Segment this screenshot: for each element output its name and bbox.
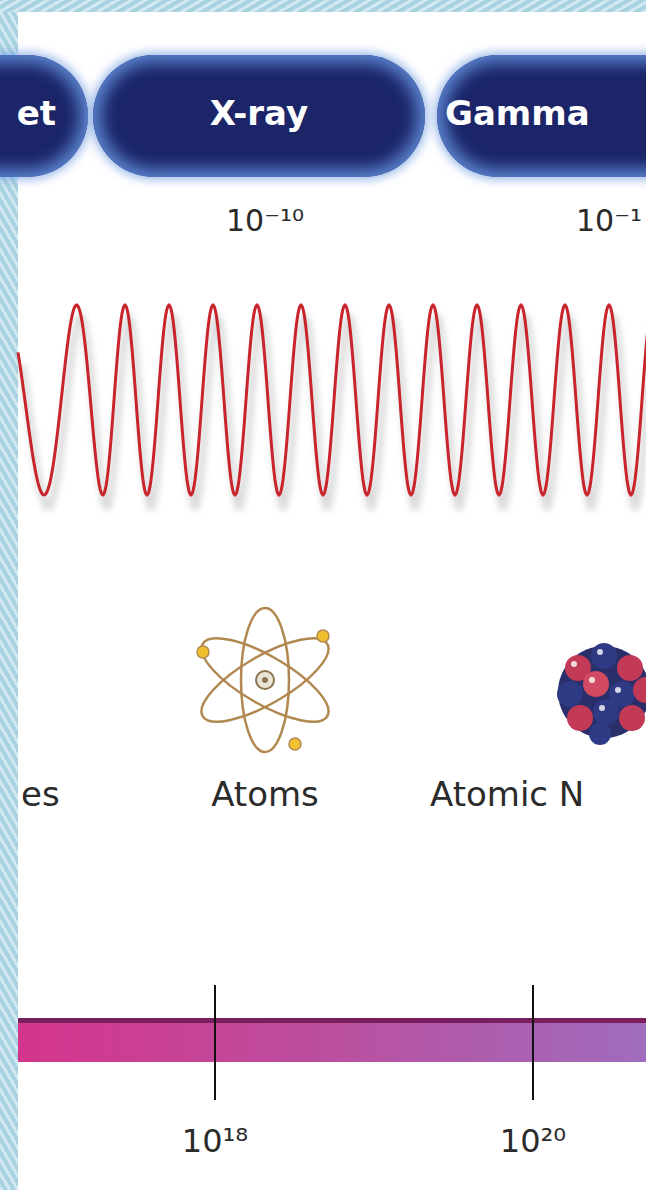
frequency-value: 10¹⁸ <box>182 1122 248 1160</box>
scale-label: es <box>21 774 60 814</box>
frequency-bar <box>18 985 646 1100</box>
scale-label: Atomic N <box>430 774 584 814</box>
nucleus-icon <box>557 643 646 745</box>
page-border <box>0 0 646 12</box>
frequency-value: 10²⁰ <box>500 1122 566 1160</box>
band-label: et <box>17 93 56 133</box>
wavelength-value: 10⁻¹ <box>576 203 642 238</box>
wavelength-value: 10⁻¹⁰ <box>226 203 304 238</box>
atom-icon <box>191 608 340 752</box>
spectrum-band: et <box>0 55 88 177</box>
band-label: Gamma <box>445 93 590 133</box>
scale-label: Atoms <box>211 774 319 814</box>
band-label: X-ray <box>210 93 308 133</box>
wave-line <box>18 305 646 495</box>
spectrum-band: Gamma <box>437 55 646 177</box>
spectrum-band: X-ray <box>93 55 425 177</box>
page-border <box>0 0 18 1190</box>
